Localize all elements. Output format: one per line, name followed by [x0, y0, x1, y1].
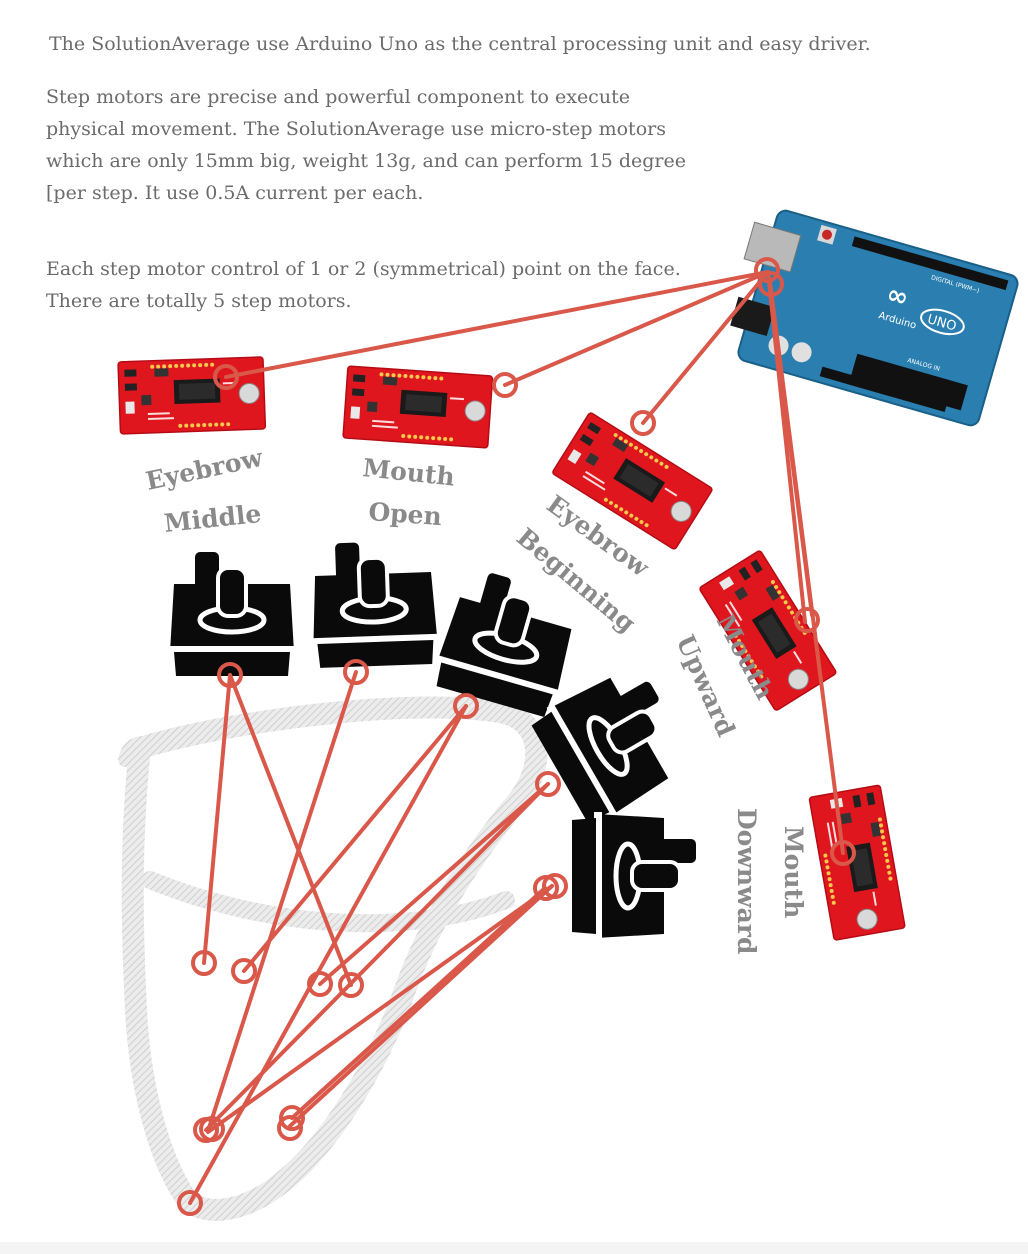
arduino-uno-board: ∞ Arduino UNO DIGITAL (PWM~) ANALOG IN [730, 209, 1019, 427]
paragraph-line: physical movement. The SolutionAverage u… [46, 118, 666, 140]
intro-text: The SolutionAverage use Arduino Uno as t… [49, 33, 871, 55]
paragraph-line: There are totally 5 step motors. [46, 290, 352, 312]
label-mouth-open-line1: Mouth [361, 453, 456, 491]
paragraph-line: which are only 15mm big, weight 13g, and… [46, 150, 686, 172]
label-eyebrow-middle-line1: Eyebrow [143, 443, 266, 496]
label-mouth-downward-line1: Mouth [779, 826, 808, 918]
paragraph-line: [per step. It use 0.5A current per each. [46, 182, 424, 204]
step-motor-paragraph: Step motors are precise and powerful com… [46, 81, 696, 209]
easydriver-board-mouth-open [342, 365, 494, 449]
connection-points [177, 257, 856, 1216]
step-motor-mouth-open [308, 540, 440, 668]
step-motor-eyebrow-middle [168, 552, 296, 676]
paragraph-line: Step motors are precise and powerful com… [46, 86, 630, 108]
paragraph-line: Each step motor control of 1 or 2 (symme… [46, 258, 681, 280]
step-motor-eyebrow-beginning [429, 565, 586, 719]
step-motor-mouth-downward [572, 812, 696, 940]
label-eyebrow-middle-line2: Middle [163, 499, 263, 538]
wires [188, 270, 845, 1205]
easydriver-board-mouth-downward [808, 784, 906, 942]
motor-count-paragraph: Each step motor control of 1 or 2 (symme… [46, 253, 696, 317]
easydriver-board-eyebrow-middle [117, 356, 267, 435]
label-mouth-downward-line2: Downward [732, 808, 761, 954]
face-outline [118, 696, 548, 1221]
label-mouth-open-line2: Open [368, 497, 443, 531]
bottom-band [0, 1242, 1028, 1254]
